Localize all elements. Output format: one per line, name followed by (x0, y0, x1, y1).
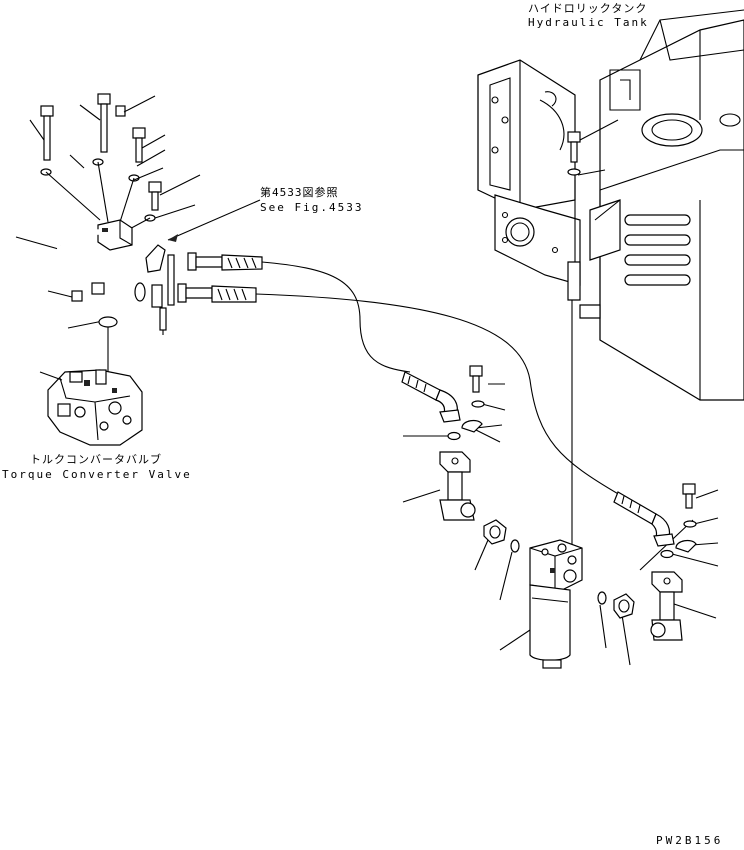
fitting-set-upper (439, 365, 485, 521)
o-rings-nuts (483, 519, 635, 619)
hose-lower (177, 283, 621, 496)
leader-lines (15, 95, 719, 666)
drawing-code: PW2B156 (656, 834, 724, 847)
oil-filter (529, 539, 583, 669)
hydraulic-tank-label-en: Hydraulic Tank (528, 16, 649, 29)
see-fig-label-en: See Fig.4533 (260, 201, 364, 214)
hose-upper (187, 252, 411, 373)
hose-clamp-block (97, 219, 133, 251)
tank-bolt (567, 119, 619, 176)
elbow-fittings-left (145, 244, 175, 335)
reference-arrow (168, 234, 178, 242)
torque-valve-label-jp: トルクコンバータバルブ (30, 453, 162, 466)
see-fig-label-jp: 第4533図参照 (260, 186, 339, 199)
tank-bracket (477, 59, 621, 319)
hydraulic-tank-label-jp: ハイドロリックタンク (528, 2, 648, 15)
bolt-set-left (40, 93, 162, 222)
small-bolt-left (71, 282, 118, 328)
fitting-set-lower (650, 483, 697, 641)
torque-valve-label-en: Torque Converter Valve (2, 468, 192, 481)
hose-end-right-lower (613, 491, 675, 547)
torque-converter-valve (39, 369, 143, 446)
hose-end-right-upper (401, 371, 461, 423)
hydraulic-tank (599, 9, 744, 401)
